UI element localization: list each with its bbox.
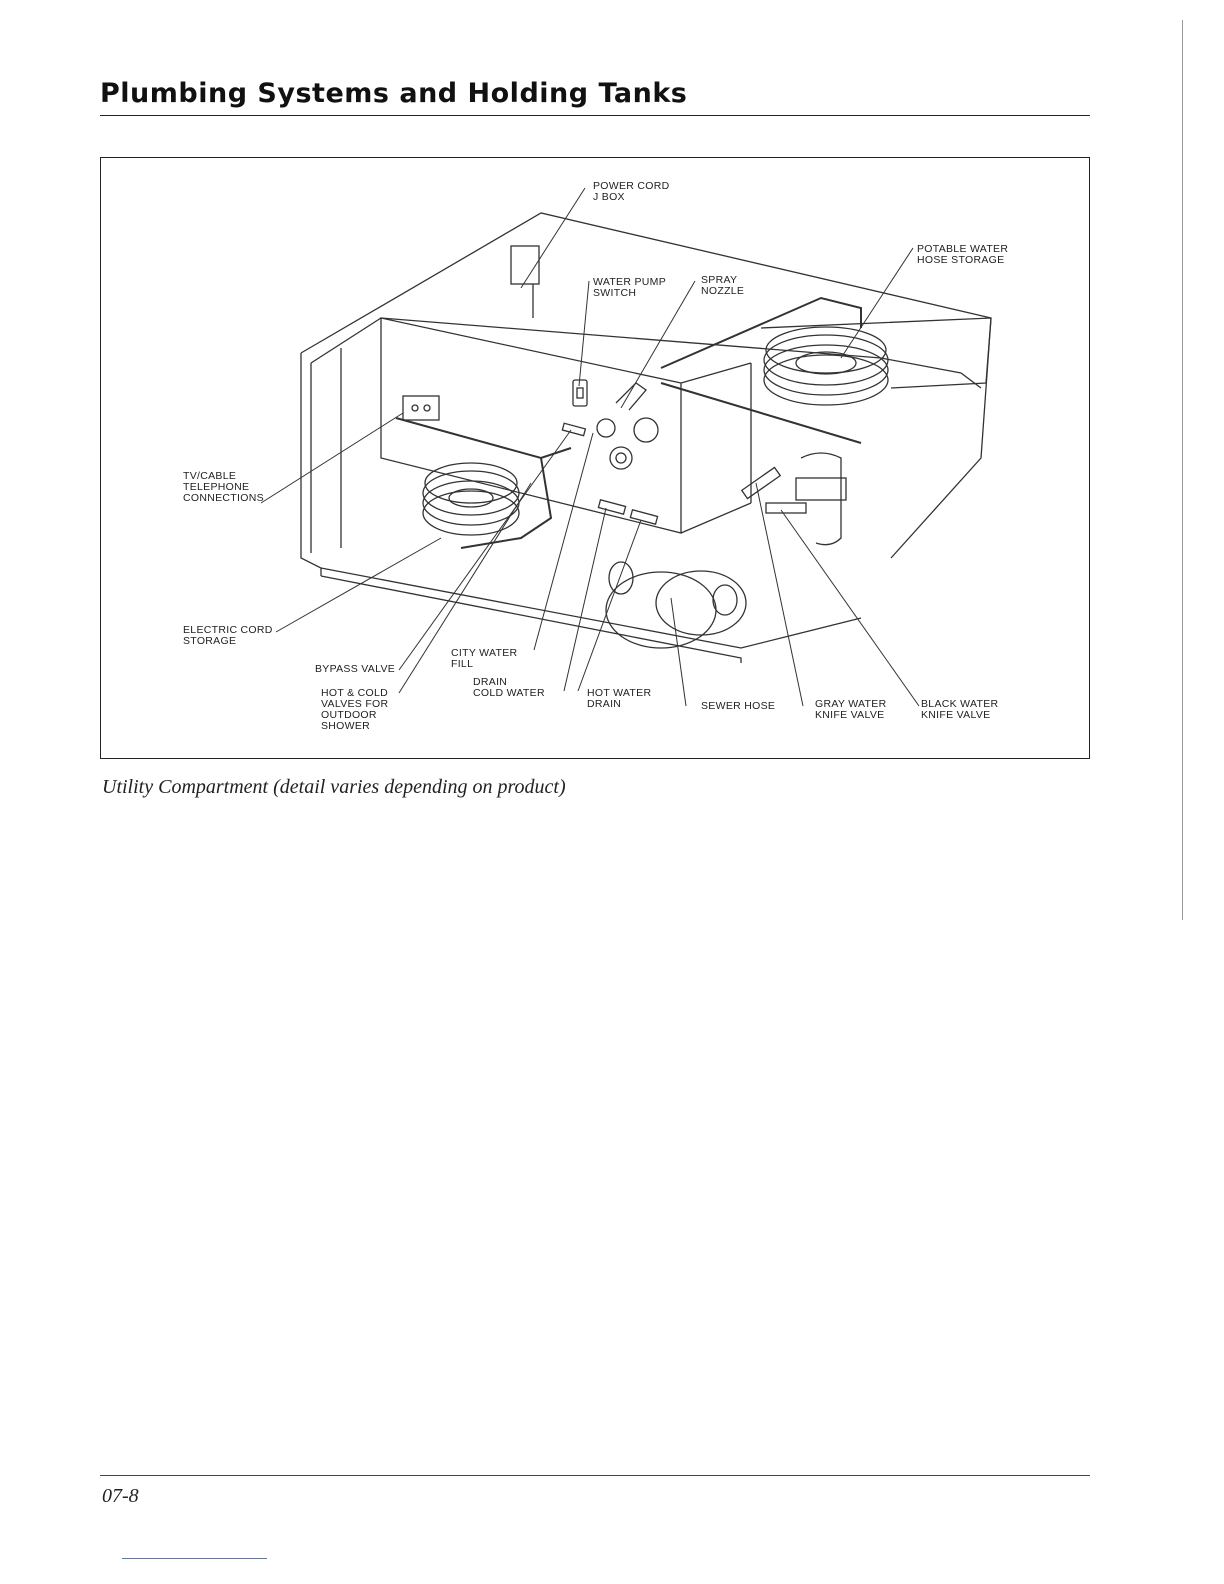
- compartment-top-edge: [300, 212, 992, 354]
- compartment-floor-front: [320, 567, 862, 649]
- figure-caption: Utility Compartment (detail varies depen…: [102, 776, 566, 798]
- callout-leaders: [260, 187, 920, 707]
- label-hot-water-drain: HOT WATER DRAIN: [587, 687, 652, 710]
- bypass-valve-knob: [596, 418, 616, 438]
- water-pump-switch: [572, 379, 588, 407]
- compartment-bottom-trim: [320, 575, 742, 663]
- supply-pipe: [395, 417, 572, 460]
- label-power-cord: POWER CORD J BOX: [593, 180, 670, 203]
- page-number: 07-8: [102, 1485, 139, 1507]
- label-bypass-valve: BYPASS VALVE: [315, 663, 396, 675]
- page-title: Plumbing Systems and Holding Tanks: [100, 78, 688, 109]
- gray-water-valve: [740, 466, 782, 500]
- label-water-pump-switch: WATER PUMP SWITCH: [593, 276, 666, 299]
- label-sewer-hose: SEWER HOSE: [701, 700, 776, 712]
- power-j-box: [510, 245, 540, 285]
- utility-compartment-figure: POWER CORD J BOX POTABLE WATER HOSE STOR…: [100, 157, 1090, 759]
- footer-rule: [100, 1475, 1090, 1476]
- margin-scan-mark: [1182, 20, 1183, 920]
- spray-nozzle: [615, 382, 647, 411]
- potable-water-hose-coil: [763, 326, 889, 406]
- tv-cable-plate: [402, 395, 440, 421]
- compartment-left-wall: [300, 353, 322, 576]
- waste-pipe: [800, 452, 842, 546]
- sewer-hose: [605, 561, 747, 649]
- hot-drain-valve: [629, 508, 659, 526]
- label-spray-nozzle: SPRAY NOZZLE: [701, 274, 745, 297]
- label-gray-water: GRAY WATER KNIFE VALVE: [815, 698, 887, 721]
- compartment-right-wall: [890, 317, 992, 559]
- support-rail: [660, 296, 862, 369]
- compartment-inner-back: [310, 317, 982, 389]
- electric-cord-coil: [422, 462, 520, 536]
- label-hot-cold-valves: HOT & COLD VALVES FOR OUTDOOR SHOWER: [321, 687, 389, 732]
- bottom-edge-line: [122, 1558, 267, 1559]
- label-tv-cable: TV/CABLE TELEPHONE CONNECTIONS: [183, 470, 264, 504]
- cold-drain-valve: [597, 498, 627, 516]
- label-drain-cold-water: DRAIN COLD WATER: [473, 676, 545, 699]
- label-potable-water-hose: POTABLE WATER HOSE STORAGE: [917, 243, 1009, 266]
- label-city-water: CITY WATER FILL: [451, 647, 518, 670]
- black-water-valve: [765, 502, 807, 514]
- city-water-fill: [609, 446, 633, 470]
- heading-rule: [100, 115, 1090, 116]
- utility-compartment-diagram: [260, 187, 992, 707]
- label-black-water: BLACK WATER KNIFE VALVE: [921, 698, 999, 721]
- label-electric-cord: ELECTRIC CORD STORAGE: [183, 624, 273, 647]
